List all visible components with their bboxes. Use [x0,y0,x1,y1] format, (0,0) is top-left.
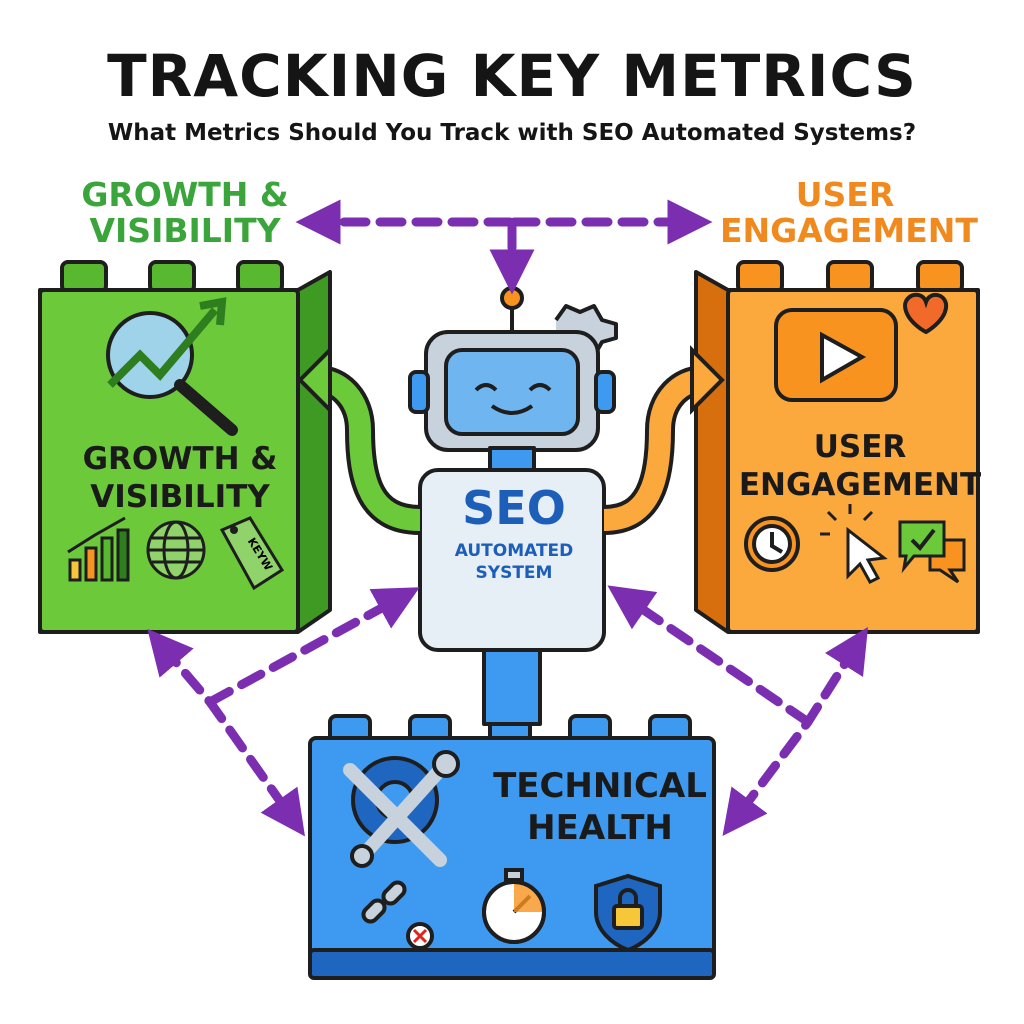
growth-label-line-1: GROWTH & [82,441,278,477]
user-heading-line-2: ENGAGEMENT [720,211,978,250]
growth-block-label: GROWTH & VISIBILITY [60,440,300,516]
magnifier-trend-icon [106,297,238,436]
tech-label-line-1: TECHNICAL [493,766,707,806]
user-label-line-1: USER [813,429,907,465]
arrow-green-to-tech [147,628,305,837]
video-play-heart-icon [774,292,949,402]
seo-sub-line-2: SYSTEM [475,563,553,583]
user-label-line-2: ENGAGEMENT [738,467,982,503]
technical-block-label: TECHNICAL HEALTH [480,765,720,849]
click-cursor-icon [820,504,888,584]
robot-right-arm [602,345,725,535]
growth-visibility-heading: GROWTH & VISIBILITY [70,177,300,249]
user-engagement-heading: USER ENGAGEMENT [720,175,978,250]
globe-icon [146,520,206,580]
broken-link-icon [361,880,434,950]
keyword-tag-icon: KEYW [219,516,285,591]
user-heading-line-1: USER [795,175,895,214]
tech-label-line-2: HEALTH [527,808,673,848]
clock-icon [744,516,800,572]
seo-sub-line-1: AUTOMATED [454,541,574,561]
seo-main-text: SEO [462,481,566,535]
shield-lock-icon [594,873,662,953]
connection-arrows [147,199,869,837]
growth-heading-line-1: GROWTH & [81,175,289,214]
user-block-label: USER ENGAGEMENT [735,428,985,504]
chat-check-icon [898,520,966,584]
robot-left-arm [297,345,421,535]
arrow-orange-to-tech [722,626,869,836]
page-title: TRACKING KEY METRICS [107,42,917,110]
stopwatch-icon [482,868,546,944]
bar-chart-icon [67,516,130,582]
gear-wrench-icon [343,750,460,868]
growth-label-line-2: VISIBILITY [90,479,270,515]
growth-heading-line-2: VISIBILITY [89,211,281,250]
robot-seo-label: SEO AUTOMATED SYSTEM [428,482,600,584]
page-subtitle: What Metrics Should You Track with SEO A… [107,120,917,146]
